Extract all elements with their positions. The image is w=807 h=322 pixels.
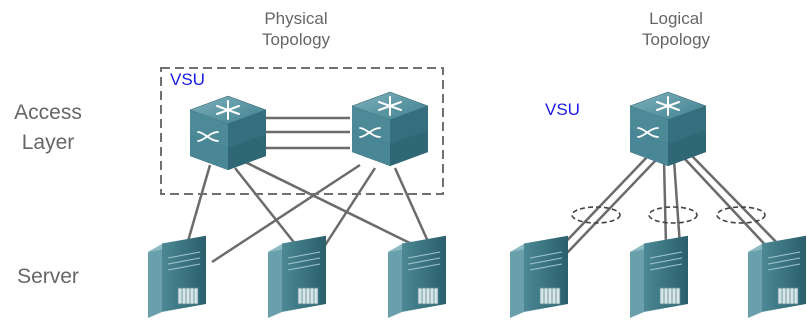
row-label-access-layer: Access Layer bbox=[14, 101, 82, 154]
network-switch-icon bbox=[351, 91, 429, 167]
aggregation-ellipses bbox=[571, 206, 766, 224]
physical-links bbox=[184, 116, 432, 264]
logical-topology-title: Logical Topology bbox=[641, 9, 711, 49]
vsu-label-physical: VSU bbox=[170, 70, 205, 89]
network-switch-icon bbox=[629, 91, 707, 167]
vsu-label-logical: VSU bbox=[545, 100, 580, 119]
row-label-server: Server bbox=[17, 265, 79, 288]
server-tower-icon bbox=[387, 235, 447, 319]
server-tower-icon bbox=[509, 235, 569, 319]
server-tower-icon bbox=[747, 235, 807, 319]
physical-topology-title: Physical Topology bbox=[261, 9, 331, 49]
server-tower-icon bbox=[267, 235, 327, 319]
vsu-dashed-box bbox=[160, 67, 444, 195]
server-tower-icon bbox=[147, 235, 207, 319]
network-switch-icon bbox=[189, 95, 267, 171]
server-tower-icon bbox=[629, 235, 689, 319]
logical-links bbox=[555, 155, 783, 255]
